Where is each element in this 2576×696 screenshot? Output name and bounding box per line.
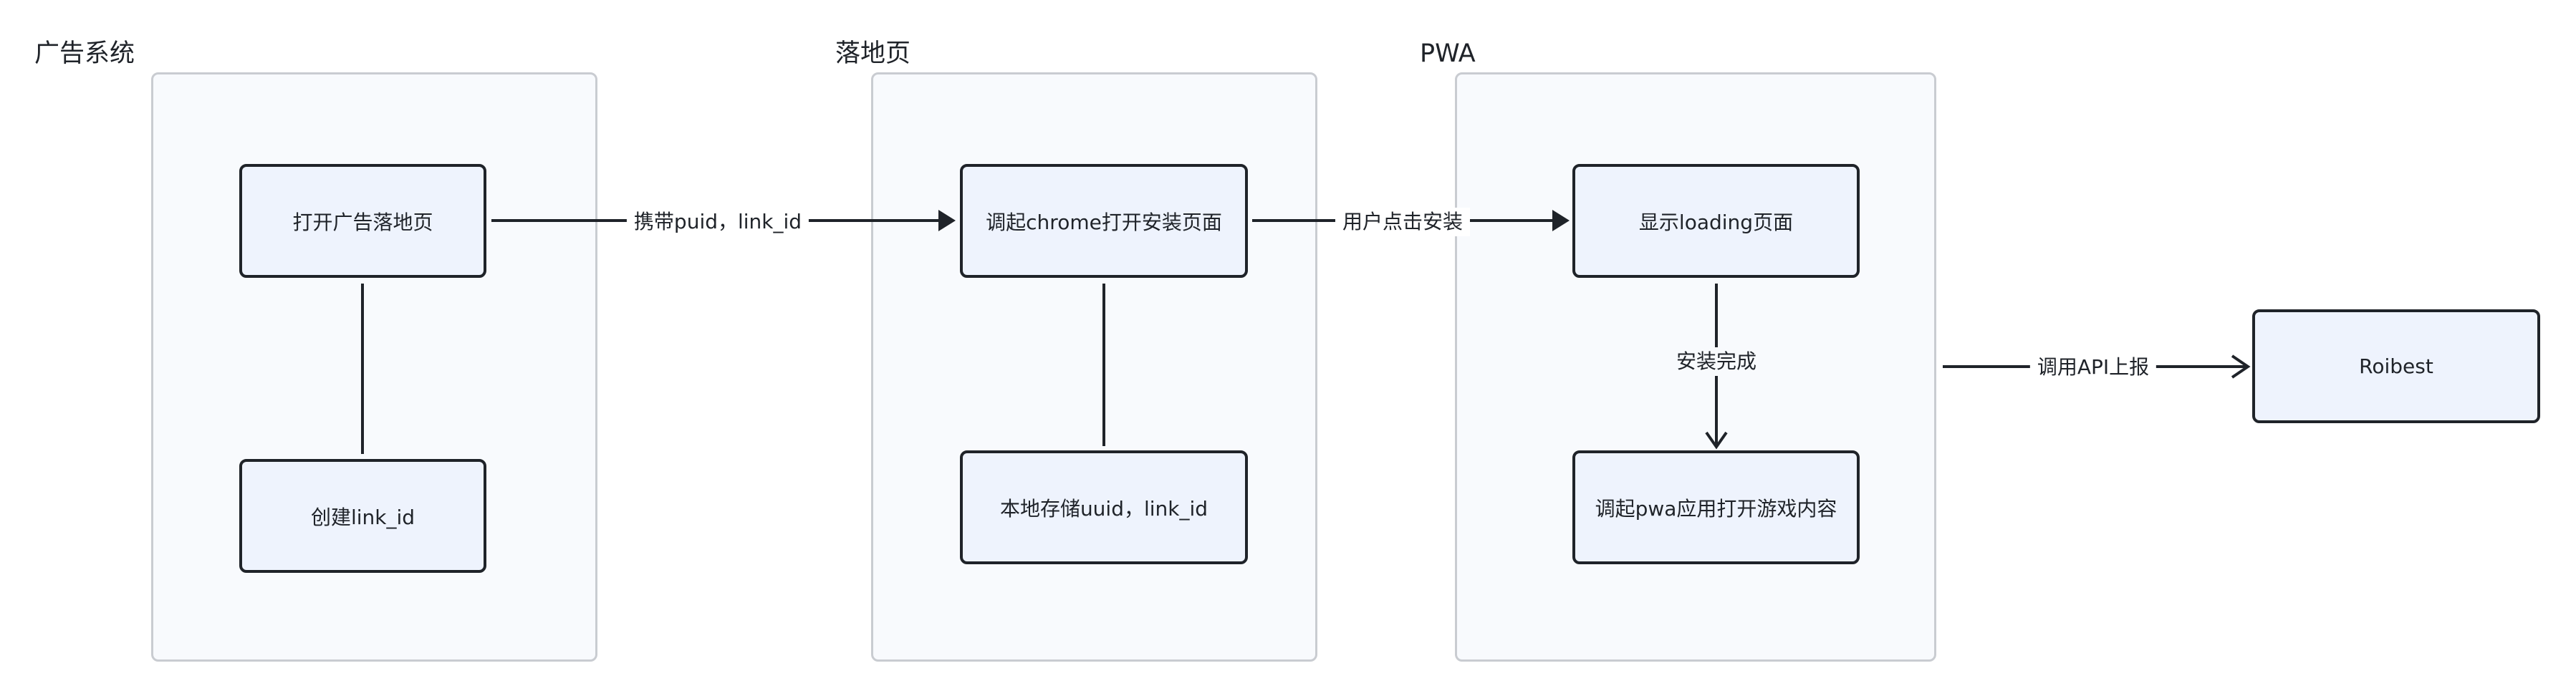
- group-title-pwa: PWA: [1420, 39, 1476, 68]
- edge-label-install-complete: 安装完成: [1668, 347, 1764, 376]
- node-open-game-content: 调起pwa应用打开游戏内容: [1572, 450, 1860, 564]
- node-local-storage: 本地存储uuid，link_id: [960, 450, 1248, 564]
- node-show-loading: 显示loading页面: [1572, 164, 1860, 278]
- group-title-landing-page: 落地页: [835, 39, 911, 68]
- node-invoke-chrome: 调起chrome打开安装页面: [960, 164, 1248, 278]
- edge-label-call-api-report: 调用API上报: [2029, 353, 2157, 382]
- group-title-ad-system: 广告系统: [34, 39, 135, 68]
- node-roibest: Roibest: [2252, 309, 2540, 423]
- edge-label-carry-params: 携带puid，link_id: [626, 208, 809, 236]
- node-create-link-id: 创建link_id: [239, 459, 486, 573]
- edge-label-user-click-install: 用户点击安装: [1335, 208, 1471, 236]
- node-open-landing-page: 打开广告落地页: [239, 164, 486, 278]
